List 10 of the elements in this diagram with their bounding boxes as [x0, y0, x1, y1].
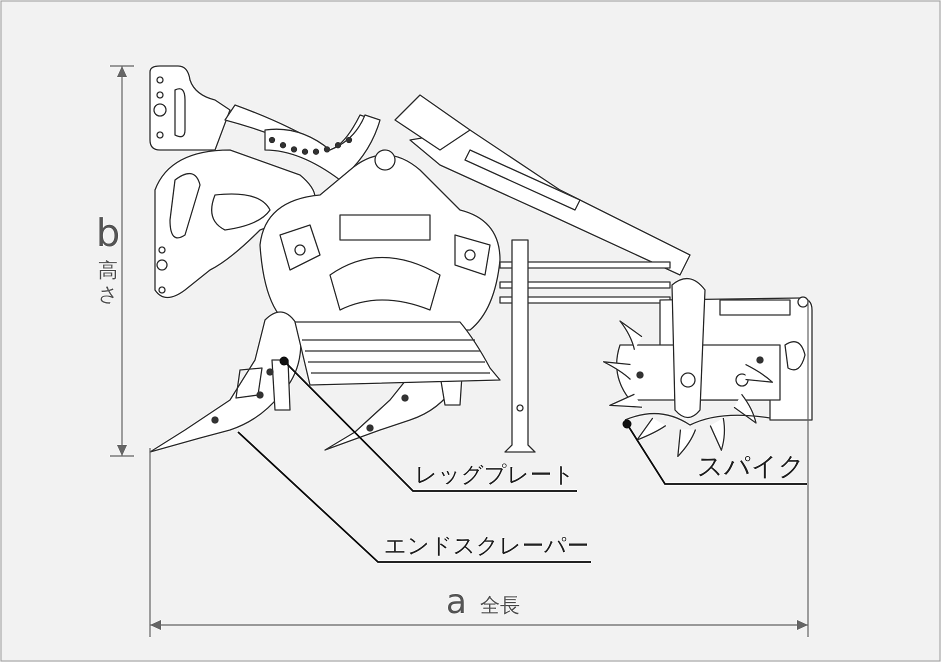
- leader-line: [622, 420, 807, 485]
- dimension-text: 全長: [480, 593, 520, 617]
- dimension-letter: a: [446, 583, 467, 621]
- callout-label: レッグプレート: [415, 463, 575, 489]
- dimension-text: 高さ: [97, 258, 119, 306]
- dimension-letter: b: [96, 212, 120, 254]
- callout-label: エンドスクレーパー: [384, 534, 589, 560]
- leader-line: [237, 431, 591, 563]
- callout-label: スパイク: [697, 452, 805, 482]
- leader-line: [280, 356, 577, 492]
